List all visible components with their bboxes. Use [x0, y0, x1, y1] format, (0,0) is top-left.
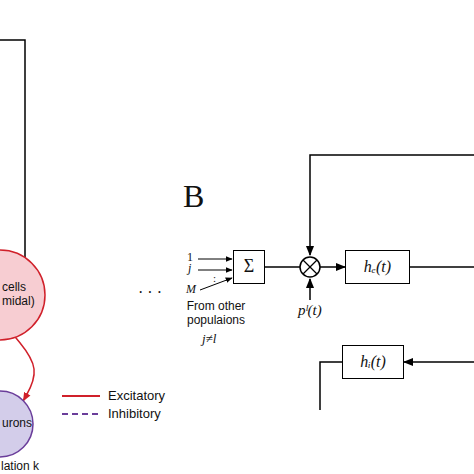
inhibitory-wire [320, 362, 342, 410]
legend-label: Inhibitory [108, 406, 161, 422]
filter-box: hᵢ(t) [342, 345, 404, 379]
ellipsis: · · · [138, 284, 162, 302]
input-arrow [309, 279, 311, 300]
legend-label: Excitatory [108, 388, 165, 404]
box-label: hₑ(t) [364, 258, 391, 276]
input-index: j [188, 262, 191, 276]
legend-line-excitatory [62, 395, 100, 397]
population-circle: cells midal) [0, 250, 45, 340]
index-condition: j≠l [202, 332, 216, 347]
input-arrow [198, 270, 232, 271]
input-index: M [186, 283, 196, 297]
box-label: hᵢ(t) [360, 353, 386, 371]
input-note: From other populaions [170, 300, 262, 328]
feedback-wire [310, 155, 474, 255]
panel-letter: B [183, 178, 204, 215]
population-name: cells midal) [2, 280, 38, 309]
input-wire [0, 40, 25, 262]
population-name: urons [2, 416, 36, 430]
signal-name: pˡ(t) [298, 302, 322, 319]
ellipsis-dots: : [213, 272, 216, 285]
input-arrow [198, 259, 232, 260]
filter-box: hₑ(t) [345, 250, 410, 284]
box-label: Σ [244, 257, 254, 277]
legend-line-inhibitory [62, 413, 100, 415]
population-circle: urons lation k [0, 392, 40, 474]
excitatory-arrow [15, 337, 34, 400]
output-wire [410, 266, 474, 268]
sum-box: Σ [233, 250, 265, 284]
multiplier-symbol [300, 257, 320, 277]
inhibitory-wire [404, 361, 474, 363]
population-label: lation k [1, 459, 39, 473]
